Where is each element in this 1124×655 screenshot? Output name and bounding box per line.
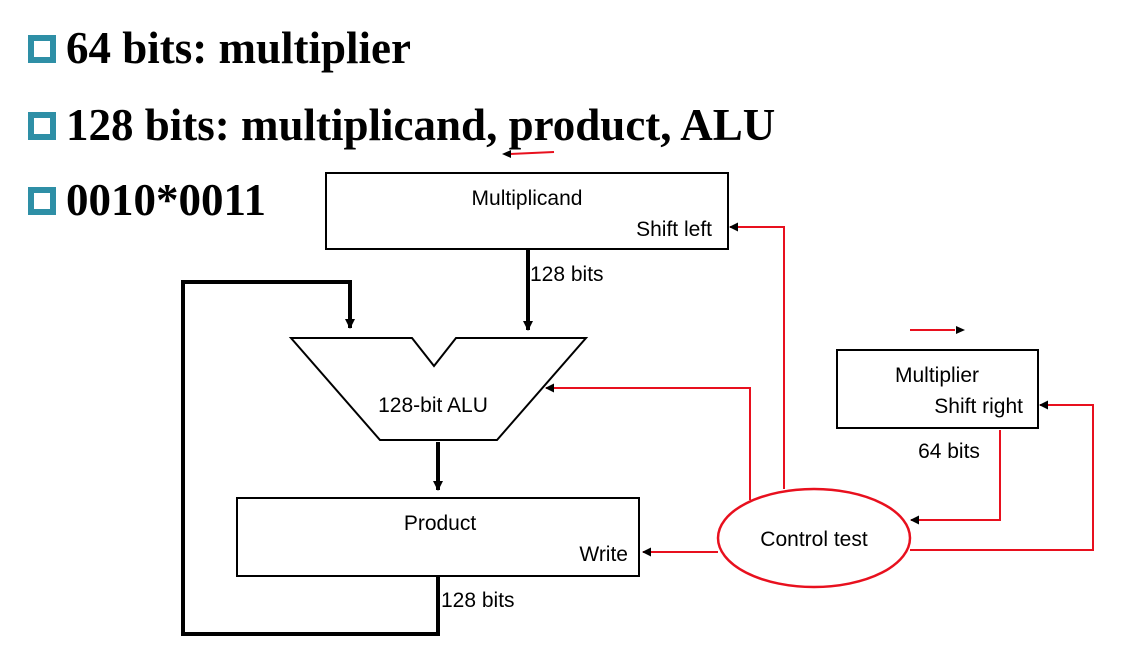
bullet-item: 128 bits: multiplicand, product, ALU: [28, 103, 775, 148]
control-label: Control test: [760, 528, 868, 551]
alu-label: 128-bit ALU: [378, 394, 488, 417]
bullet-text: 128 bits: multiplicand, product, ALU: [66, 100, 776, 150]
multiplier-label: Multiplier: [895, 364, 979, 387]
multiplier-box: [836, 349, 1039, 429]
multiplicand-label: Multiplicand: [472, 187, 583, 210]
shift-left-arrowhead: [502, 150, 511, 158]
control-to-multiplier-line: [910, 400, 1094, 551]
alu: 128-bit ALU: [288, 337, 589, 441]
square-bullet-icon: [28, 111, 56, 140]
alu-shape: [288, 337, 589, 441]
multiplicand-box: [325, 172, 729, 250]
multiplier-to-control-line: [910, 430, 1001, 525]
control-to-multiplicand-line: [729, 222, 785, 489]
shift-left-direction-line: [509, 151, 555, 155]
product-label: Product: [404, 512, 477, 535]
product-box: [236, 497, 640, 577]
control-to-alu-line: [545, 383, 751, 500]
multiplier-action: Shift right: [934, 395, 1023, 418]
multiplier-register: Multiplier Shift right: [836, 349, 1039, 429]
multiplier-width-label: 64 bits: [918, 440, 980, 463]
shift-right-arrowhead: [956, 326, 965, 334]
bullet-item: 0010*0011: [28, 178, 266, 223]
square-bullet-icon: [28, 186, 56, 215]
bullet-text: 64 bits: multiplier: [66, 23, 411, 73]
square-bullet-icon: [28, 34, 56, 63]
multiplicand-width-label: 128 bits: [530, 263, 604, 286]
product-width-label: 128 bits: [441, 589, 515, 612]
multiplicand-action: Shift left: [636, 218, 712, 241]
control-test: Control test: [716, 487, 912, 589]
product-feedback-bus: [181, 280, 440, 636]
multiplicand-register: Multiplicand Shift left: [325, 172, 729, 250]
control-ellipse: [716, 487, 912, 589]
product-action: Write: [579, 543, 628, 566]
product-register: Product Write: [236, 497, 640, 577]
bullet-item: 64 bits: multiplier: [28, 26, 411, 71]
bullet-text: 0010*0011: [66, 175, 267, 225]
